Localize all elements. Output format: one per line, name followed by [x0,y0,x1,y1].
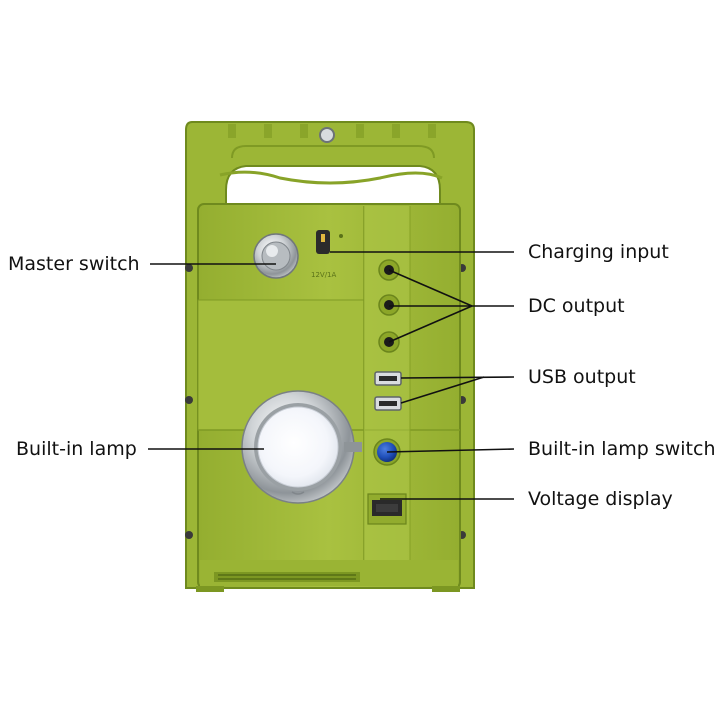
leader-usb-output-2 [400,376,485,404]
device-body [196,203,461,592]
label-dc-output: DC output [528,295,625,317]
leader-lamp-switch [386,448,515,453]
port-marking: 12V/1A [311,271,337,279]
master-switch-icon [253,233,299,279]
built-in-lamp-icon [241,390,362,504]
leader-lines [148,251,515,500]
label-usb-output: USB output [528,366,636,388]
label-built-in-lamp: Built-in lamp [16,438,137,460]
leader-dc-output-1 [388,269,473,307]
vent-slots [218,574,356,580]
leader-usb-output-1 [400,376,515,379]
voltage-display-icon [367,493,407,525]
usb-output-ports [374,371,402,411]
label-master-switch: Master switch [8,253,140,275]
label-charging-input: Charging input [528,241,669,263]
charging-port-icon: 12V/1A [311,230,343,279]
label-voltage-display: Voltage display [528,488,673,510]
label-built-in-lamp-switch: Built-in lamp switch [528,438,716,460]
leader-dc-output-3 [388,305,473,343]
dc-output-ports [378,259,400,353]
